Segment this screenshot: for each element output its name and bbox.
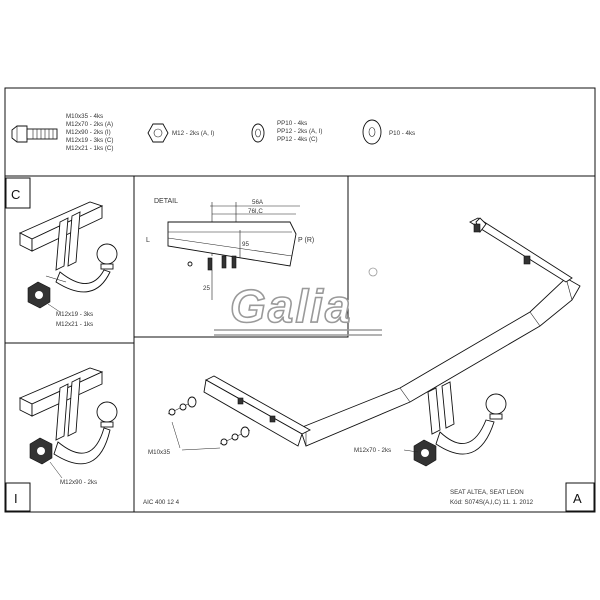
detail-right-label: P (R) [298, 237, 314, 244]
drawing-frame [4, 87, 596, 513]
washer-small-icon [251, 123, 265, 143]
dimension-label: 76I,C [248, 208, 263, 215]
logo-text: Galia [230, 280, 353, 332]
panel-letter: I [14, 491, 18, 506]
nut-icon [147, 123, 169, 143]
detail-box [133, 175, 349, 338]
bolt-list: M10x35 - 4ks M12x70 - 2ks (A) M12x90 - 2… [66, 113, 113, 152]
dimension-label: 56A [252, 199, 264, 206]
detail-view: DETAIL L P (R) 56A 76I,C 95 25 [146, 198, 314, 300]
drawing-number: AIC 400 12 4 [143, 499, 180, 506]
galia-logo: Galia [214, 267, 382, 336]
panel-c: C M12x19 - 3ks M12x21 - 1ks [5, 177, 118, 328]
panel-a: M10x35 M12x70 - 2ks A SEAT ALTEA, SEAT L… [148, 217, 595, 512]
washer-large-icon [362, 119, 382, 145]
detail-title: DETAIL [154, 198, 178, 205]
bolt-spec: M12x90 - 2ks (I) [66, 129, 111, 136]
washer-spec: PP12 - 2ks (A, I) [277, 128, 322, 135]
bolt-spec: M10x35 - 4ks [66, 113, 103, 120]
bolt-note: M12x70 - 2ks [354, 447, 391, 454]
product-code: Kód: S074S(A,I,C) 11. 1. 2012 [450, 499, 534, 506]
detail-left-label: L [146, 237, 150, 244]
bolt-note: M12x21 - 1ks [56, 321, 93, 328]
bolt-spec: M12x21 - 1ks (C) [66, 145, 113, 152]
dimension-label: 25 [203, 285, 210, 292]
vehicle-model: SEAT ALTEA, SEAT LEON [450, 489, 524, 496]
nut-spec: M12 - 2ks (A, I) [172, 130, 214, 137]
washer-small-list: PP10 - 4ks PP12 - 2ks (A, I) PP12 - 4ks … [277, 120, 322, 143]
bolt-spec: M12x70 - 2ks (A) [66, 121, 113, 128]
panel-i: I M12x90 - 2ks [5, 367, 118, 512]
bolt-note: M12x90 - 2ks [60, 479, 97, 486]
panel-letter: C [11, 187, 20, 202]
washer-large-spec: P10 - 4ks [389, 130, 415, 137]
panel-letter: A [573, 491, 582, 506]
bolt-note: M12x19 - 3ks [56, 311, 93, 318]
bolt-spec: M12x19 - 3ks (C) [66, 137, 113, 144]
dimension-label: 95 [242, 241, 249, 248]
bolt-icon [11, 125, 58, 143]
bolt-note: M10x35 [148, 449, 171, 456]
washer-spec: PP12 - 4ks (C) [277, 136, 318, 143]
washer-spec: PP10 - 4ks [277, 120, 307, 127]
